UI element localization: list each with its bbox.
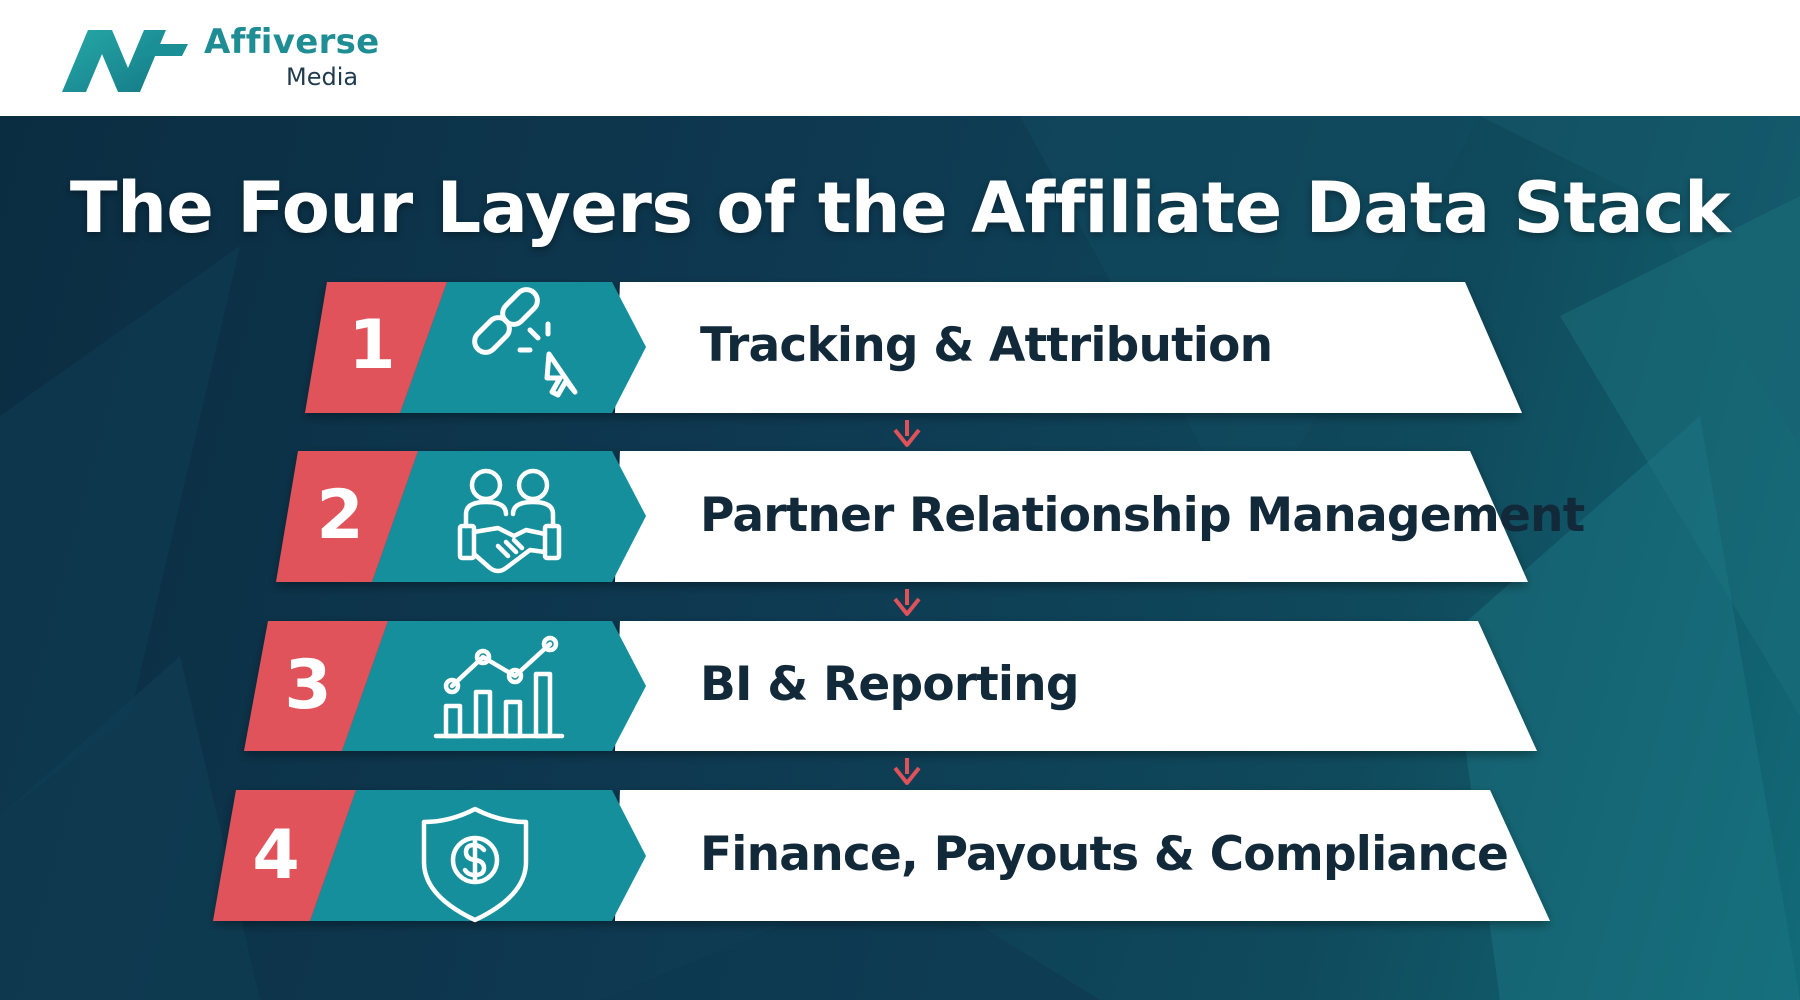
- affiverse-logo-icon: [62, 30, 188, 92]
- link-cursor-icon: [472, 287, 578, 398]
- layer-stack: [213, 282, 1550, 923]
- layer-4-number: 4: [252, 816, 300, 895]
- down-arrow-2: [893, 589, 921, 616]
- layer-3-number: 3: [284, 646, 332, 725]
- header-bar: Affiverse Media: [0, 0, 1800, 116]
- diagram-title: The Four Layers of the Affiliate Data St…: [69, 167, 1731, 249]
- handshake-people-icon: [457, 468, 562, 574]
- layer-4-band: [213, 790, 1550, 921]
- shield-dollar-icon: [421, 806, 529, 923]
- layer-2-number: 2: [316, 476, 364, 555]
- brand-sub: Media: [286, 63, 359, 91]
- layer-4-label: Finance, Payouts & Compliance: [700, 827, 1509, 882]
- layer-2-label: Partner Relationship Management: [700, 488, 1585, 543]
- down-arrow-1: [893, 420, 921, 447]
- layer-3-band: [244, 621, 1537, 751]
- bar-line-chart-icon: [433, 635, 565, 739]
- layer-1-number: 1: [348, 306, 396, 385]
- layer-3-label: BI & Reporting: [700, 657, 1079, 712]
- brand-name: Affiverse: [204, 22, 380, 62]
- layer-2-band: [276, 451, 1528, 582]
- down-arrow-3: [893, 758, 921, 785]
- layer-1-label: Tracking & Attribution: [700, 318, 1273, 373]
- background-shapes: [0, 116, 1800, 1000]
- diagram-stage: The Four Layers of the Affiliate Data St…: [0, 116, 1800, 1000]
